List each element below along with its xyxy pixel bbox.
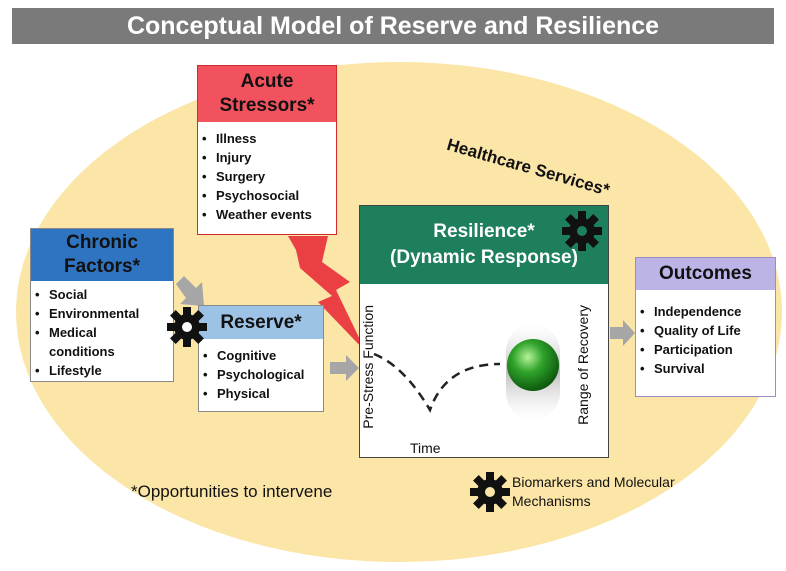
list-item: Cognitive: [199, 346, 323, 365]
arrow-right-icon: [330, 355, 359, 381]
list-item: Social: [31, 285, 163, 304]
time-axis-label: Time: [410, 440, 441, 456]
resilience-title-line2: (Dynamic Response): [390, 247, 578, 268]
list-item: Environmental: [31, 304, 163, 323]
range-of-recovery-label: Range of Recovery: [575, 305, 591, 425]
acute-title-line2: Stressors*: [219, 95, 315, 116]
gear-icon: [562, 211, 602, 251]
list-item: Illness: [198, 129, 336, 148]
resilience-curve: [373, 324, 560, 420]
acute-stressors-list: Illness Injury Surgery Psychosocial Weat…: [198, 122, 336, 224]
outcomes-header: Outcomes: [636, 258, 775, 290]
chronic-factors-list: Social Environmental Medical conditions …: [31, 281, 163, 380]
arrow-right-icon: [176, 276, 204, 306]
list-item: Weather events: [198, 205, 336, 224]
outcomes-box: Outcomes Independence Quality of Life Pa…: [635, 257, 776, 397]
chronic-title-line1: Chronic: [66, 232, 138, 253]
recovery-sphere-icon: [507, 339, 559, 391]
chronic-factors-box: Chronic Factors* Social Environmental Me…: [30, 228, 174, 382]
acute-stressors-header: Acute Stressors*: [198, 66, 336, 122]
outcomes-title: Outcomes: [659, 263, 752, 284]
opportunities-note: *Opportunities to intervene: [131, 482, 333, 501]
reserve-header: Reserve*: [199, 306, 323, 339]
outcomes-list: Independence Quality of Life Participati…: [636, 290, 775, 378]
list-item: Psychosocial: [198, 186, 336, 205]
gear-icon: [167, 307, 207, 347]
acute-stressors-box: Acute Stressors* Illness Injury Surgery …: [197, 65, 337, 235]
list-item: Survival: [636, 359, 775, 378]
arrow-right-icon: [610, 320, 635, 346]
acute-title-line1: Acute: [240, 71, 294, 92]
list-item: Injury: [198, 148, 336, 167]
list-item: Surgery: [198, 167, 336, 186]
pre-stress-function-label: Pre-Stress Function: [360, 305, 376, 429]
gear-icon: [470, 472, 510, 512]
list-item: Lifestyle: [31, 361, 163, 380]
reserve-box: Reserve* Cognitive Psychological Physica…: [198, 305, 324, 412]
page-title: Conceptual Model of Reserve and Resilien…: [126, 12, 660, 40]
list-item: Physical: [199, 384, 323, 403]
list-item: Psychological: [199, 365, 323, 384]
list-item: Quality of Life: [636, 321, 775, 340]
reserve-title: Reserve*: [220, 312, 302, 333]
chronic-factors-header: Chronic Factors*: [31, 229, 173, 281]
reserve-list: Cognitive Psychological Physical: [199, 339, 323, 403]
biomarkers-label: Biomarkers and Molecular Mechanisms: [512, 474, 675, 509]
list-item: Independence: [636, 302, 775, 321]
resilience-title-line1: Resilience*: [433, 221, 535, 242]
title-bar: Conceptual Model of Reserve and Resilien…: [12, 8, 774, 44]
list-item: Medical conditions: [31, 323, 163, 361]
list-item: Participation: [636, 340, 775, 359]
chronic-title-line2: Factors*: [63, 256, 141, 277]
